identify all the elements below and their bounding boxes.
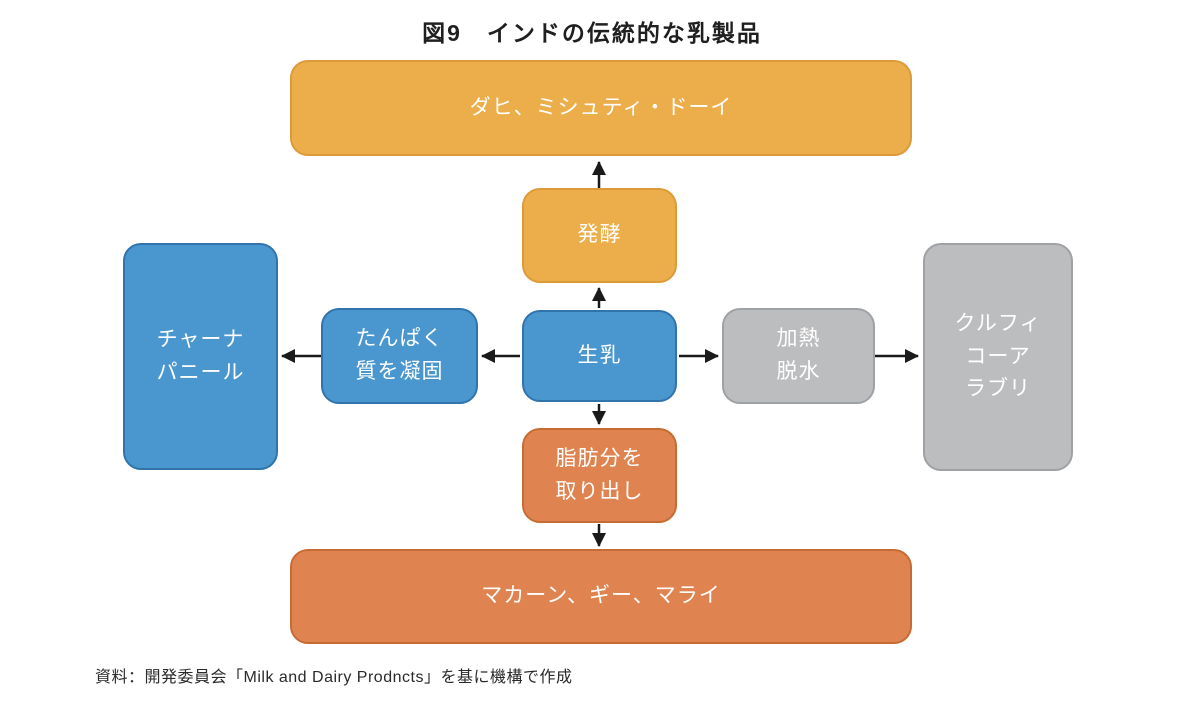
node-heat-dehydration: 加熱 脱水 xyxy=(722,308,875,404)
figure-title: 図9 インドの伝統的な乳製品 xyxy=(422,20,762,46)
node-kulfi-khoa-rabri: クルフィ コーア ラブリ xyxy=(923,243,1073,471)
node-label: 生乳 xyxy=(577,343,622,367)
source-note: 資料：開発委員会「Milk and Dairy Prodncts」を基に機構で作… xyxy=(95,669,573,686)
node-label: 発酵 xyxy=(577,223,622,247)
node-raw-milk: 生乳 xyxy=(522,310,677,402)
node-label: 脂肪分を 取り出し xyxy=(555,446,644,503)
node-protein-coagulation: たんぱく 質を凝固 xyxy=(321,308,478,404)
node-fermentation: 発酵 xyxy=(522,188,677,283)
node-label: ダヒ、ミシュティ・ドーイ xyxy=(469,95,733,119)
node-label: マカーン、ギー、マライ xyxy=(481,584,721,608)
node-label: たんぱく 質を凝固 xyxy=(355,327,444,383)
node-label: チャーナ パニール xyxy=(156,327,245,384)
node-chhana-paneer: チャーナ パニール xyxy=(123,243,278,470)
node-label: 加熱 脱水 xyxy=(776,327,821,383)
node-label: クルフィ コーア ラブリ xyxy=(954,312,1042,401)
node-makhan-ghee-malai: マカーン、ギー、マライ xyxy=(290,549,912,644)
node-fat-extraction: 脂肪分を 取り出し xyxy=(522,428,677,523)
node-dahi-mishti-doi: ダヒ、ミシュティ・ドーイ xyxy=(290,60,912,156)
